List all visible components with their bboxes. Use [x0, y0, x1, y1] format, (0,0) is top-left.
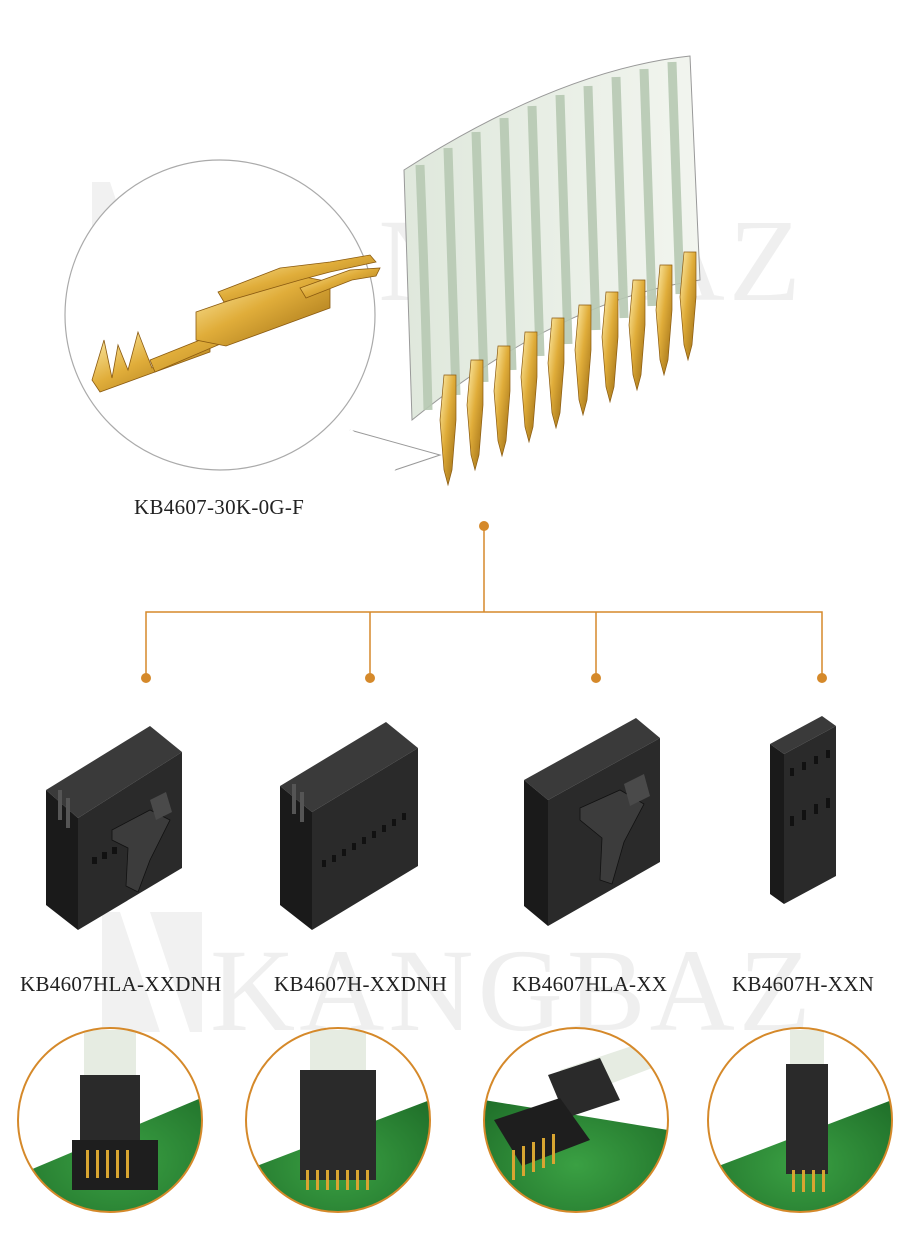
terminal-part-number: KB4607-30K-0G-F — [134, 495, 305, 519]
branch-connector-lines — [145, 526, 823, 678]
terminal-callout — [64, 159, 442, 472]
housing-image-4 — [770, 716, 836, 904]
crimp-terminals — [439, 251, 697, 487]
product-label-3: KB4607HLA-XX — [512, 972, 668, 996]
product-label-2: KB4607H-XXDNH — [274, 972, 448, 996]
terminal-contact-image — [91, 254, 381, 393]
housing-image-2 — [280, 722, 418, 930]
application-view-2 — [245, 1027, 431, 1213]
ribbon-cable-assembly — [403, 55, 701, 487]
housing-image-3 — [524, 718, 660, 926]
branch-dots — [141, 521, 827, 683]
product-label-1: KB4607HLA-XXDNH — [20, 972, 222, 996]
application-view-3 — [483, 1027, 669, 1213]
application-view-1 — [17, 1027, 203, 1213]
product-label-4: KB4607H-XXN — [732, 972, 875, 996]
application-view-4 — [707, 1027, 893, 1213]
housing-image-1 — [46, 726, 182, 930]
